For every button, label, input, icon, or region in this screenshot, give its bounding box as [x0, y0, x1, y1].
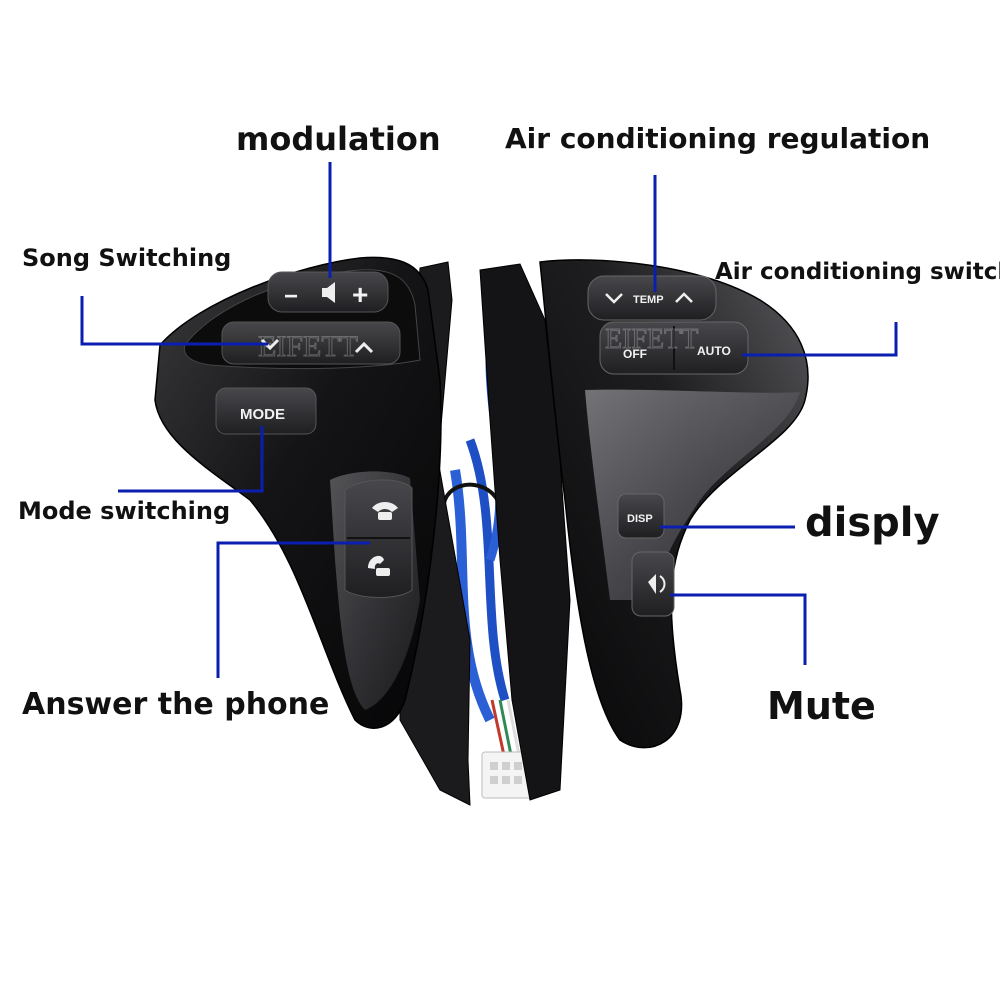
right-control-unit: [479, 259, 809, 801]
song-switch-button[interactable]: EIFETT: [221, 321, 401, 365]
volume-button-group[interactable]: − +: [267, 271, 389, 313]
phone-hangup-icon: [368, 555, 390, 576]
speaker-icon: [322, 282, 335, 303]
callout-answer-phone: Answer the phone: [22, 687, 330, 722]
mode-button[interactable]: MODE: [215, 387, 317, 435]
chevron-up-icon: [675, 292, 693, 303]
phone-answer-icon: [372, 502, 398, 520]
phone-button-group[interactable]: [344, 479, 413, 598]
callout-display: disply: [805, 500, 940, 546]
callout-mode-switching: Mode switching: [18, 497, 231, 525]
leader-mode-switching: [118, 426, 264, 493]
callout-ac-regulation: Air conditioning regulation: [505, 122, 931, 155]
callout-mute: Mute: [767, 684, 876, 728]
mode-button-label: MODE: [240, 406, 285, 423]
temp-button-label: TEMP: [633, 294, 664, 306]
disp-button[interactable]: DISP: [617, 493, 665, 539]
chevron-up-icon: [354, 341, 374, 354]
watermark-left: EIFETT: [258, 330, 358, 363]
wire-connector: [481, 751, 533, 799]
callout-song-switching: Song Switching: [22, 244, 232, 272]
disp-button-label: DISP: [627, 513, 653, 525]
leader-answer-phone: [216, 541, 370, 678]
ac-off-button[interactable]: OFF: [623, 347, 647, 361]
callout-ac-switch: Air conditioning switch: [715, 259, 1000, 285]
watermark-right: EIFETT: [605, 324, 698, 355]
leader-mute: [670, 593, 807, 665]
temp-button[interactable]: TEMP: [587, 275, 717, 321]
callout-lines: [80, 162, 898, 678]
volume-plus-button[interactable]: +: [352, 279, 368, 310]
callout-modulation: modulation: [236, 120, 441, 158]
volume-minus-button[interactable]: −: [284, 283, 298, 310]
chevron-down-icon: [605, 293, 623, 304]
leader-song-switching: [80, 296, 268, 346]
ac-auto-button[interactable]: AUTO: [697, 344, 731, 358]
ac-switch-button-group[interactable]: OFF AUTO EIFETT: [599, 321, 749, 375]
mute-button[interactable]: [631, 551, 675, 617]
leader-ac-switch: [742, 322, 898, 357]
voice-icon: [648, 574, 666, 594]
